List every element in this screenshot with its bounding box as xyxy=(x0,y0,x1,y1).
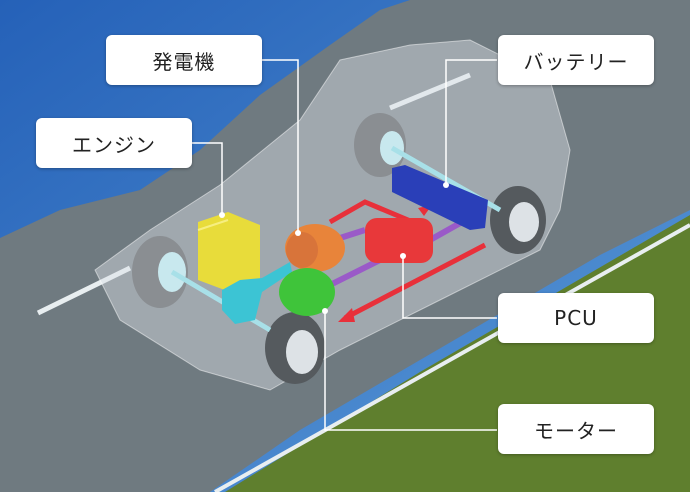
generator-label: 発電機 xyxy=(106,35,262,85)
lane-marking xyxy=(36,265,132,316)
generator-block xyxy=(285,224,345,272)
lane-marking xyxy=(389,72,471,111)
power-flow-arrow xyxy=(343,242,487,321)
road-edge-line xyxy=(214,223,690,492)
pcu-block xyxy=(365,218,433,263)
front-right-wheel xyxy=(490,186,546,254)
motor-block xyxy=(279,268,335,316)
pcu-label: PCU xyxy=(498,293,654,343)
signal-flow xyxy=(428,219,464,243)
transmission-block xyxy=(222,262,292,324)
front-left-wheel xyxy=(265,312,325,384)
leader-lines xyxy=(192,59,497,431)
battery-block xyxy=(392,165,488,230)
engine-label: エンジン xyxy=(36,118,192,168)
power-flow-arrow xyxy=(328,199,421,228)
signal-flow xyxy=(339,227,366,241)
battery-label: バッテリー xyxy=(498,35,654,85)
leader-dots xyxy=(219,182,449,314)
axle xyxy=(170,269,272,333)
car-body xyxy=(94,39,571,391)
rear-left-wheel xyxy=(132,236,188,308)
motor-label: モーター xyxy=(498,404,654,454)
arrow-head xyxy=(338,308,355,322)
engine-block xyxy=(197,212,260,292)
